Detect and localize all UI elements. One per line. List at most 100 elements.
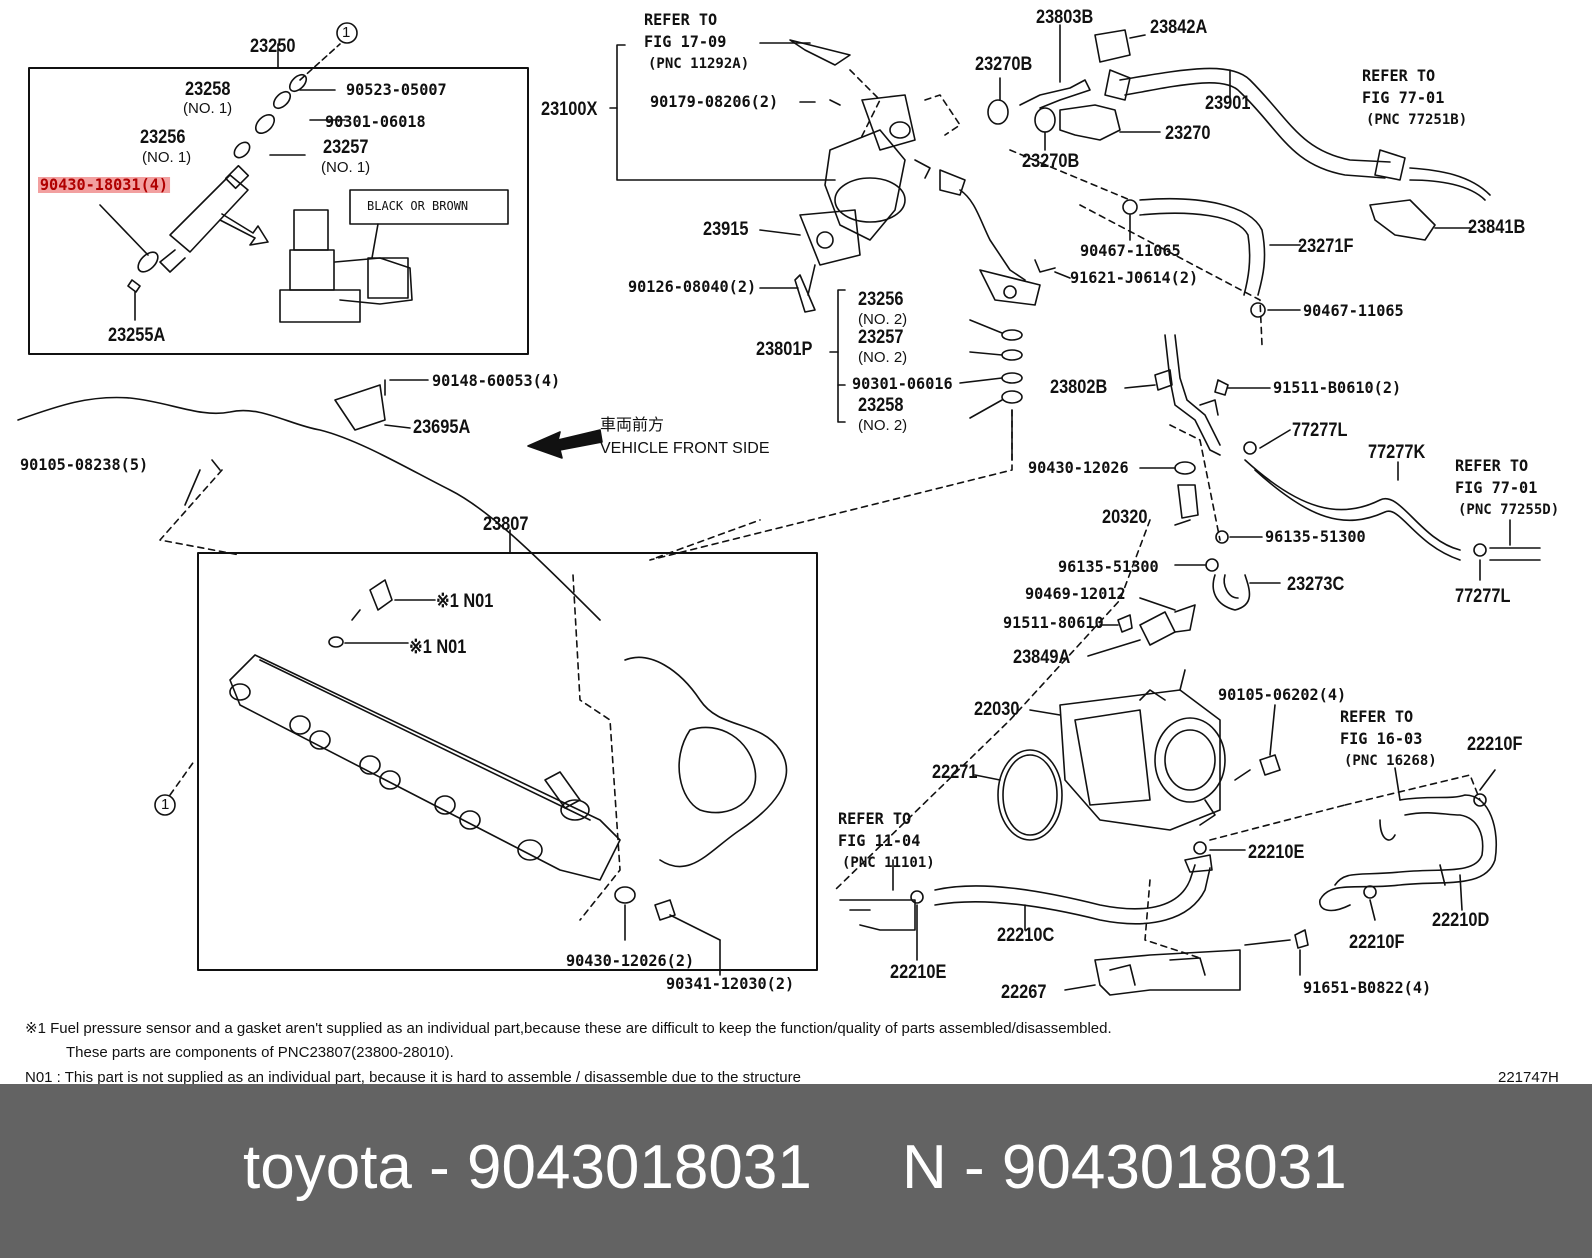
figure-reference-17-09[interactable]: FIG 17-09 — [644, 32, 727, 51]
part-label-22210F[interactable]: 22210F — [1349, 932, 1405, 953]
part-label-77277L[interactable]: 77277L — [1292, 420, 1348, 441]
pnc-reference-11101: (PNC 11101) — [842, 855, 935, 871]
part-label-22210E[interactable]: 22210E — [1248, 842, 1305, 863]
part-label-91621-J0614[interactable]: 91621-J0614(2) — [1070, 268, 1199, 287]
part-label-23257-no2[interactable]: 23257 — [858, 327, 904, 348]
callout-number: 1 — [161, 796, 170, 813]
refer-to-label: REFER TO — [1340, 707, 1414, 726]
brand-part-number: toyota - 9043018031 — [243, 1133, 812, 1202]
pressure-regulator — [1059, 104, 1121, 141]
part-label-23270[interactable]: 23270 — [1165, 123, 1211, 144]
part-label-96135-51300[interactable]: 96135-51300 — [1265, 527, 1366, 546]
figure-reference-77-01[interactable]: FIG 77-01 — [1455, 478, 1538, 497]
part-label-23802B[interactable]: 23802B — [1050, 377, 1108, 398]
part-label-90301-06016[interactable]: 90301-06016 — [852, 374, 953, 393]
pnc-reference-16268: (PNC 16268) — [1344, 753, 1437, 769]
part-label-23257-no1[interactable]: 23257 — [323, 137, 369, 158]
injector-assembly — [127, 73, 308, 293]
part-label-23258-no1[interactable]: 23258 — [185, 79, 231, 100]
part-label-22210C[interactable]: 22210C — [997, 925, 1055, 946]
part-label-90467-11065[interactable]: 90467-11065 — [1303, 301, 1404, 320]
exploded-view-drawing — [17, 22, 1541, 996]
bracket-23695A — [334, 384, 386, 431]
part-label-23849A[interactable]: 23849A — [1013, 647, 1071, 668]
part-label-96135-51300[interactable]: 96135-51300 — [1058, 557, 1159, 576]
gasket-22271 — [997, 749, 1063, 841]
part-label-90105-08238[interactable]: 90105-08238(5) — [20, 455, 149, 474]
part-label-23258-no2[interactable]: 23258 — [858, 395, 904, 416]
hose-23273C — [1212, 574, 1251, 611]
part-label-23841B[interactable]: 23841B — [1468, 217, 1526, 238]
part-label-23256-no1[interactable]: 23256 — [140, 127, 186, 148]
part-label-23271F[interactable]: 23271F — [1298, 236, 1354, 257]
part-label-23803B[interactable]: 23803B — [1036, 7, 1094, 28]
part-label-23100X[interactable]: 23100X — [541, 99, 598, 120]
part-label-77277K[interactable]: 77277K — [1368, 442, 1426, 463]
part-sub-no2: (NO. 2) — [858, 417, 908, 434]
hose-77277K — [1244, 459, 1461, 551]
figure-reference-11-04[interactable]: FIG 11-04 — [838, 831, 921, 850]
part-label-23915[interactable]: 23915 — [703, 219, 749, 240]
hose-23271F — [1139, 197, 1266, 296]
refer-to-label: REFER TO — [1362, 66, 1436, 85]
part-label-90467-11065[interactable]: 90467-11065 — [1080, 241, 1181, 260]
hose-23901 — [1119, 67, 1391, 163]
part-sub-no2: (NO. 2) — [858, 311, 908, 328]
part-label-77277L[interactable]: 77277L — [1455, 586, 1511, 607]
part-label-22210D[interactable]: 22210D — [1432, 910, 1490, 931]
part-label-90105-06202[interactable]: 90105-06202(4) — [1218, 685, 1347, 704]
part-label-91511-80610[interactable]: 91511-80610 — [1003, 613, 1104, 632]
part-label-91511-B0610[interactable]: 91511-B0610(2) — [1273, 378, 1402, 397]
clip-23842A — [1094, 29, 1131, 63]
part-label-91651-B0822[interactable]: 91651-B0822(4) — [1303, 978, 1432, 997]
sensor-note-marker: ※1 N01 — [436, 591, 494, 612]
part-label-22267[interactable]: 22267 — [1001, 982, 1047, 1003]
connector-note-box — [349, 189, 509, 225]
pnc-reference-77251B: (PNC 77251B) — [1366, 112, 1468, 128]
fuel-delivery-pipe — [229, 654, 621, 881]
figure-reference-16-03[interactable]: FIG 16-03 — [1340, 729, 1423, 748]
valve-20320 — [1177, 484, 1199, 519]
hose-22210C — [934, 864, 1196, 910]
part-label-90430-12026[interactable]: 90430-12026 — [1028, 458, 1129, 477]
part-label-22210E[interactable]: 22210E — [890, 962, 947, 983]
part-label-22271[interactable]: 22271 — [932, 762, 978, 783]
part-label-90148-60053[interactable]: 90148-60053(4) — [432, 371, 561, 390]
part-label-23273C[interactable]: 23273C — [1287, 574, 1345, 595]
part-label-20320[interactable]: 20320 — [1102, 507, 1148, 528]
part-label-23842A[interactable]: 23842A — [1150, 17, 1208, 38]
part-label-23270B[interactable]: 23270B — [975, 54, 1033, 75]
part-label-23270B[interactable]: 23270B — [1022, 151, 1080, 172]
callout-number: 1 — [342, 24, 351, 41]
part-sub-no2: (NO. 2) — [858, 349, 908, 366]
refer-to-label: REFER TO — [644, 10, 718, 29]
part-label-23695A[interactable]: 23695A — [413, 417, 471, 438]
part-label-23250[interactable]: 23250 — [250, 36, 296, 57]
hose-22210D — [1319, 794, 1497, 912]
part-label-90179-08206[interactable]: 90179-08206(2) — [650, 92, 779, 111]
part-label-90341-12030[interactable]: 90341-12030(2) — [666, 974, 795, 993]
part-label-90126-08040[interactable]: 90126-08040(2) — [628, 277, 757, 296]
part-label-23807[interactable]: 23807 — [483, 514, 529, 535]
alt-part-number: N - 9043018031 — [902, 1133, 1347, 1202]
pressure-sensor — [369, 579, 393, 611]
part-sub-no1: (NO. 1) — [183, 100, 233, 117]
part-sub-no1: (NO. 1) — [142, 149, 192, 166]
highlighted-part-label-90430-18031[interactable]: 90430-18031(4) — [38, 175, 170, 194]
figure-reference-77-01[interactable]: FIG 77-01 — [1362, 88, 1445, 107]
pipe-23802B — [1164, 334, 1221, 456]
part-label-22210F[interactable]: 22210F — [1467, 734, 1523, 755]
part-label-90430-12026[interactable]: 90430-12026(2) — [566, 951, 695, 970]
refer-to-label: REFER TO — [1455, 456, 1529, 475]
footnote-sensor: ※1 Fuel pressure sensor and a gasket are… — [25, 1020, 1112, 1037]
part-label-23901[interactable]: 23901 — [1205, 93, 1251, 114]
part-label-22030[interactable]: 22030 — [974, 699, 1020, 720]
part-label-90523-05007[interactable]: 90523-05007 — [346, 80, 447, 99]
part-label-23256-no2[interactable]: 23256 — [858, 289, 904, 310]
part-label-90469-12012[interactable]: 90469-12012 — [1025, 584, 1126, 603]
part-label-23801P[interactable]: 23801P — [756, 339, 813, 360]
part-label-23255A[interactable]: 23255A — [108, 325, 166, 346]
injector-detail — [279, 209, 413, 323]
part-label-90301-06018[interactable]: 90301-06018 — [325, 112, 426, 131]
